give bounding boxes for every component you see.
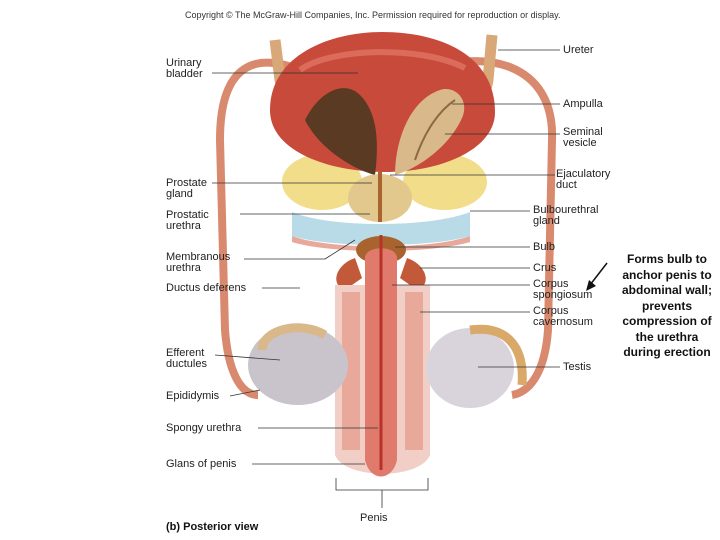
penis-bracket [335,478,429,508]
label-glans-of-penis: Glans of penis [166,458,237,470]
leader-lines-right [390,49,560,368]
annotation-note: Forms bulb to anchor penis to abdominal … [621,252,712,359]
left-epididymis [257,323,328,351]
copyright-notice: Copyright © The McGraw-Hill Companies, I… [185,10,561,20]
right-seminal-vesicle [395,89,465,175]
bladder-highlight [298,49,467,73]
right-crus [400,258,426,290]
urogenital-diaphragm [292,212,470,245]
right-epididymis [469,324,527,386]
left-seminal-vesicle [305,88,377,175]
label-penis: Penis [360,512,388,524]
label-spongy-urethra: Spongy urethra [166,422,242,434]
label-epididymis: Epididymis [166,390,220,402]
right-testis [426,328,514,408]
left-crus [336,258,362,290]
label-testis: Testis [563,361,592,373]
label-bulb: Bulb [533,241,556,253]
label-ureter: Ureter [563,44,594,56]
corpus-cavernosum-right [405,292,423,450]
left-ductus-deferens [215,58,302,399]
left-testis [248,325,348,405]
label-ampulla: Ampulla [563,98,603,110]
figure-caption: (b) Posterior view [166,521,259,533]
leader-lines-left [212,72,378,465]
corpus-cavernosum-left [342,292,360,450]
label-ductus-deferens: Ductus deferens [166,282,247,294]
fat-left [282,154,362,210]
label-crus: Crus [533,262,557,274]
arrow-icon [586,262,608,291]
